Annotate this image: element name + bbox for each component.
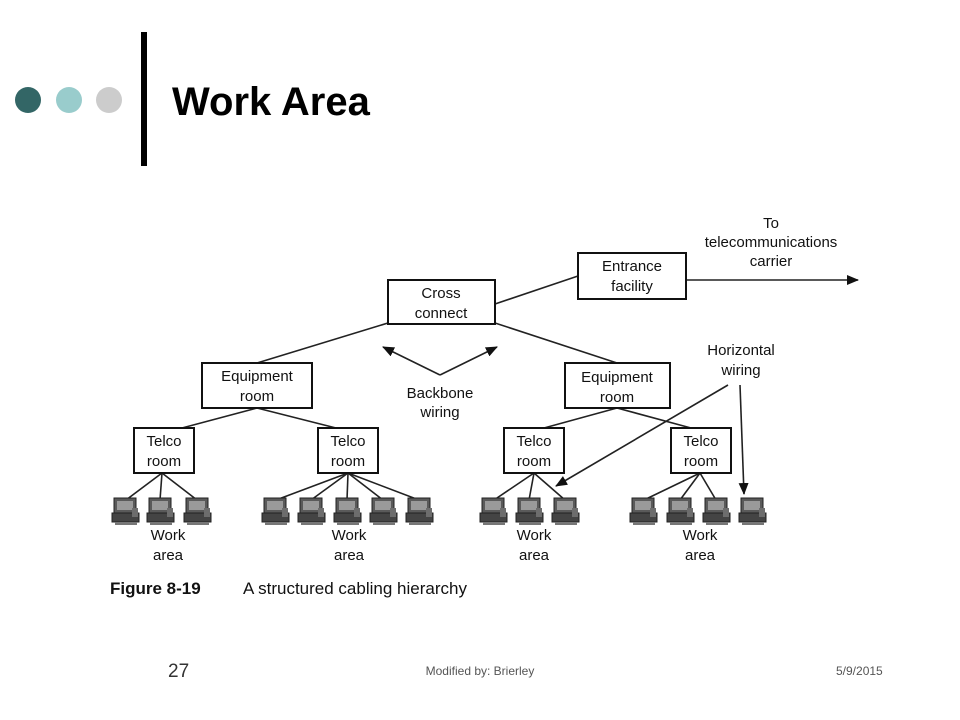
work-area-4-line-2: area [685, 547, 716, 564]
telco-room-3-line-2: room [517, 453, 551, 470]
horizontal-wiring-line-2: wiring [720, 362, 760, 379]
backbone-wiring-line-2: wiring [419, 404, 459, 421]
computer-icon [261, 497, 290, 526]
bullet-dot-1 [15, 87, 41, 113]
computer-icon [515, 497, 544, 526]
computer-icon [146, 497, 175, 526]
telco-room-box-1: Telco room [133, 427, 195, 474]
workstation-group-1 [111, 497, 212, 526]
work-area-3-line-1: Work [517, 527, 552, 544]
cross-connect-box: Cross connect [387, 279, 496, 325]
equipment-room-left-line-2: room [240, 388, 274, 405]
workstation-group-4 [629, 497, 767, 526]
work-area-1-line-2: area [153, 547, 184, 564]
to-carrier-label: To telecommunications carrier [705, 215, 838, 270]
cross-connect-line-1: Cross [421, 285, 460, 302]
figure-caption: A structured cabling hierarchy [243, 579, 467, 598]
equipment-room-box-right: Equipment room [564, 362, 671, 409]
footer-modified-by: Modified by: Brierley [425, 664, 535, 678]
telco-room-1-line-1: Telco [146, 433, 181, 450]
workstation-group-3 [479, 497, 580, 526]
computer-icon [479, 497, 508, 526]
figure-number: Figure 8-19 [110, 579, 201, 598]
backbone-wiring-label: Backbone wiring [407, 385, 474, 421]
telco-room-4-line-2: room [684, 453, 718, 470]
horizontal-wiring-label: Horizontal wiring [707, 342, 775, 379]
computer-icon [629, 497, 658, 526]
telco-room-2-line-2: room [331, 453, 365, 470]
work-area-1-line-1: Work [151, 527, 186, 544]
backbone-wiring-line-1: Backbone [407, 385, 474, 402]
entrance-facility-line-1: Entrance [602, 258, 662, 275]
work-area-label-2: Work area [332, 527, 367, 564]
computer-icon [405, 497, 434, 526]
work-area-3-line-2: area [519, 547, 550, 564]
bullet-dot-3 [96, 87, 122, 113]
telco-room-box-2: Telco room [317, 427, 379, 474]
equipment-room-right-line-1: Equipment [581, 369, 654, 386]
computer-icon [333, 497, 362, 526]
computer-icon [369, 497, 398, 526]
workstation-group-2 [261, 497, 434, 526]
title-divider [141, 32, 147, 166]
page-number: 27 [168, 661, 190, 682]
computer-icon [702, 497, 731, 526]
computer-icon [297, 497, 326, 526]
computer-icon [738, 497, 767, 526]
equipment-room-box-left: Equipment room [201, 362, 313, 409]
telco-room-4-line-1: Telco [683, 433, 718, 450]
entrance-facility-box: Entrance facility [577, 252, 687, 300]
computer-icon [111, 497, 140, 526]
computer-icon [183, 497, 212, 526]
horizontal-wiring-line-1: Horizontal [707, 342, 775, 359]
footer-date: 5/9/2015 [836, 664, 883, 678]
entrance-facility-line-2: facility [611, 278, 653, 295]
work-area-2-line-1: Work [332, 527, 367, 544]
equipment-room-right-line-2: room [600, 389, 634, 406]
computer-icon [666, 497, 695, 526]
wiring-lines [125, 275, 859, 501]
telco-room-box-4: Telco room [670, 427, 732, 474]
to-carrier-line-1: To [763, 215, 779, 232]
slide-title: Work Area [172, 80, 370, 124]
bullet-dot-2 [56, 87, 82, 113]
work-area-2-line-2: area [334, 547, 365, 564]
telco-room-box-3: Telco room [503, 427, 565, 474]
work-area-label-3: Work area [517, 527, 552, 564]
work-area-label-4: Work area [683, 527, 718, 564]
equipment-room-left-line-1: Equipment [221, 368, 294, 385]
telco-room-1-line-2: room [147, 453, 181, 470]
cross-connect-line-2: connect [415, 305, 468, 322]
telco-room-2-line-1: Telco [330, 433, 365, 450]
telco-room-3-line-1: Telco [516, 433, 551, 450]
to-carrier-line-2: telecommunications [705, 234, 838, 251]
computer-icon [551, 497, 580, 526]
work-area-4-line-1: Work [683, 527, 718, 544]
to-carrier-line-3: carrier [750, 253, 793, 270]
work-area-label-1: Work area [151, 527, 186, 564]
